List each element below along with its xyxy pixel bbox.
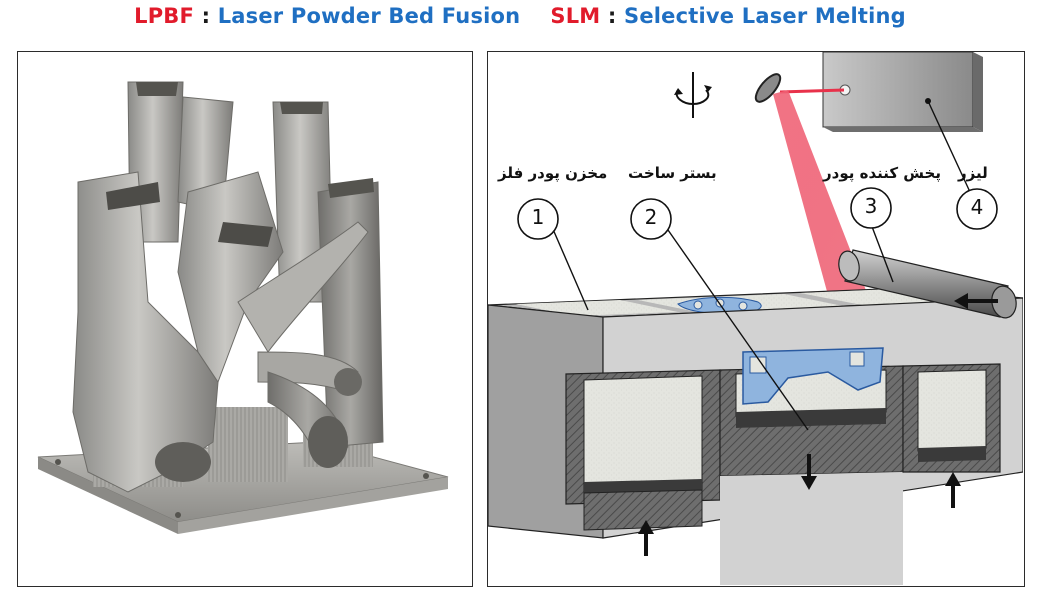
reservoir-up-arrow [638,520,654,534]
callout-number-2: 2 [644,205,658,229]
printed-part-photo-panel [17,51,473,587]
label-build-bed: بستر ساخت [628,164,717,182]
laser-beam [773,90,888,350]
printed-part-illustration [37,81,449,534]
title-separator: : [600,4,625,28]
laser-beam-horizontal [779,88,845,94]
title-separator: : [194,4,218,28]
rotation-icon [674,72,712,118]
title-abbr-slm: SLM [550,4,601,28]
process-diagram-panel: 1 2 3 4 مخزن پودر فلز بستر ساخت پخش کنند… [487,51,1025,587]
label-powder-reservoir: مخزن پودر فلز [498,164,608,182]
label-laser: لیزر [958,164,988,182]
page-title: LPBF : Laser Powder Bed Fusion SLM : Sel… [0,4,1040,38]
callout-circle-4 [956,188,998,230]
callout-circle-2 [630,198,672,240]
callout-number-3: 3 [864,194,878,218]
callout-number-4: 4 [970,195,984,219]
plate-hole [175,512,181,518]
callout-circle-1 [517,198,559,240]
roller-direction-arrow [954,293,968,309]
callout-circle-3 [850,187,892,229]
overflow-up-arrow [945,472,961,486]
plate-hole [423,473,429,479]
title-full-lpbf: Laser Powder Bed Fusion [217,4,521,28]
scanner-mirror [754,73,782,103]
title-full-slm: Selective Laser Melting [624,4,906,28]
label-powder-spreader: پخش کننده پودر [823,164,941,182]
title-abbr-lpbf: LPBF [134,4,195,28]
build-platform-down-arrow [801,476,817,490]
callout-number-1: 1 [531,205,545,229]
plate-hole [55,459,61,465]
lpbf-process-diagram [488,52,1023,585]
part-cross-section [742,347,884,405]
